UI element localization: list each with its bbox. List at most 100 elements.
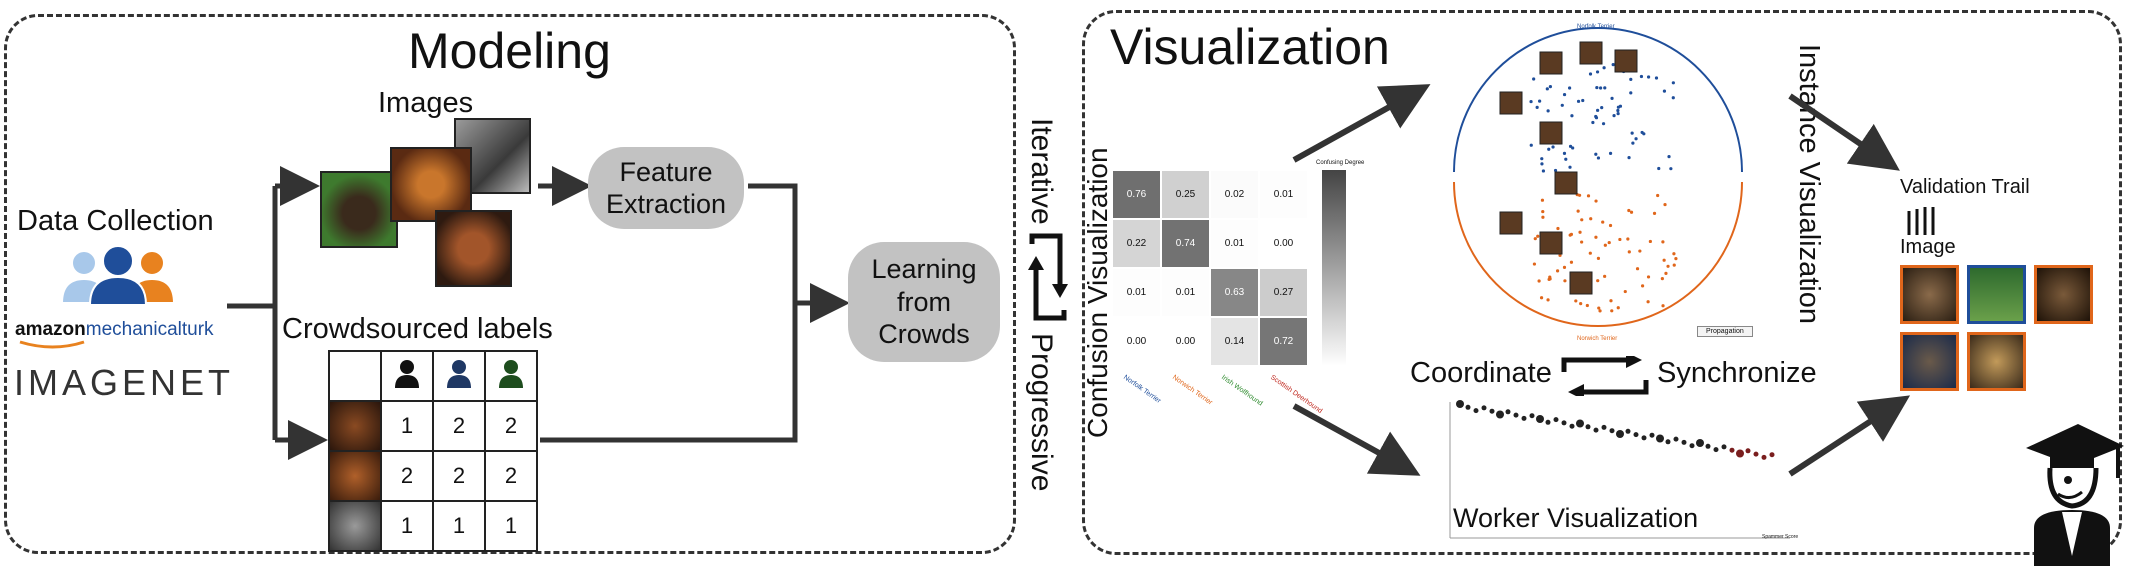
confusion-cell[interactable]: 0.14 — [1210, 317, 1259, 366]
worker-point[interactable] — [1665, 439, 1671, 445]
worker-point[interactable] — [1465, 404, 1471, 410]
worker-point[interactable] — [1745, 448, 1751, 454]
worker-point[interactable] — [1481, 405, 1487, 411]
instance-point — [1568, 86, 1572, 90]
instance-point — [1640, 284, 1645, 288]
instance-thumbnail[interactable] — [1539, 231, 1563, 255]
worker-point[interactable] — [1456, 400, 1464, 408]
worker-point[interactable] — [1521, 415, 1527, 421]
worker-point[interactable] — [1489, 408, 1495, 414]
table-header-row — [328, 350, 538, 402]
confusion-cell[interactable]: 0.72 — [1259, 317, 1308, 366]
trail-image-thumb[interactable] — [1967, 332, 2026, 391]
worker-point[interactable] — [1736, 449, 1744, 458]
cycle-arrows-icon — [1028, 233, 1068, 321]
confusion-cell[interactable]: 0.01 — [1112, 268, 1161, 317]
instance-point — [1603, 86, 1607, 90]
instance-point — [1646, 275, 1651, 279]
worker-point[interactable] — [1689, 443, 1695, 449]
worker-point[interactable] — [1729, 447, 1735, 453]
worker-point[interactable] — [1561, 420, 1567, 426]
label-cell: 2 — [432, 400, 486, 452]
worker-point[interactable] — [1713, 447, 1719, 453]
instance-point — [1671, 81, 1675, 85]
worker-point[interactable] — [1769, 452, 1775, 458]
confusion-cell[interactable]: 0.02 — [1210, 170, 1259, 219]
instance-visualization-plot — [1453, 27, 1743, 327]
confusion-cell[interactable]: 0.00 — [1259, 219, 1308, 268]
worker-point[interactable] — [1721, 444, 1727, 450]
crowd-label-table: 1 2 2 2 2 2 1 1 1 — [328, 350, 538, 552]
instance-thumbnail[interactable] — [1554, 171, 1578, 195]
worker-point[interactable] — [1753, 451, 1759, 457]
confusion-cell[interactable]: 0.00 — [1112, 317, 1161, 366]
trail-image-thumb[interactable] — [1900, 332, 1959, 391]
confusion-cell[interactable]: 0.01 — [1161, 268, 1210, 317]
confusion-cell[interactable]: 0.74 — [1161, 219, 1210, 268]
instance-thumbnail[interactable] — [1539, 121, 1563, 145]
instance-point — [1656, 193, 1660, 198]
worker-point[interactable] — [1585, 424, 1591, 430]
instance-thumbnail[interactable] — [1539, 51, 1563, 75]
trail-image-thumb[interactable] — [2034, 265, 2093, 324]
instance-point — [1569, 260, 1574, 264]
worker-point[interactable] — [1681, 439, 1687, 445]
worker-point[interactable] — [1656, 434, 1664, 443]
worker-point[interactable] — [1545, 419, 1551, 425]
worker-point[interactable] — [1633, 432, 1639, 438]
confusion-cell[interactable]: 0.22 — [1112, 219, 1161, 268]
worker-point[interactable] — [1616, 430, 1624, 438]
trail-image-thumb[interactable] — [1967, 265, 2026, 324]
instance-point — [1595, 85, 1599, 90]
instance-thumbnail[interactable] — [1579, 41, 1603, 65]
worker-point[interactable] — [1625, 428, 1631, 434]
worker-point[interactable] — [1536, 415, 1544, 423]
confusion-cell[interactable]: 0.01 — [1210, 219, 1259, 268]
worker-point[interactable] — [1505, 409, 1511, 415]
confusion-cell[interactable]: 0.76 — [1112, 170, 1161, 219]
worker-point[interactable] — [1473, 408, 1479, 414]
instance-point — [1616, 306, 1620, 310]
worker-point[interactable] — [1496, 410, 1504, 419]
visualization-connectors — [1292, 84, 1911, 477]
instance-point — [1545, 87, 1549, 91]
instance-point — [1574, 299, 1578, 303]
propagation-button[interactable]: Propagation — [1697, 326, 1753, 337]
label-cell: 2 — [380, 450, 434, 502]
instance-point — [1560, 103, 1564, 107]
worker-point[interactable] — [1641, 435, 1647, 441]
instance-thumbnail[interactable] — [1569, 271, 1593, 295]
instance-point — [1546, 298, 1550, 302]
progressive-label: Progressive — [1025, 333, 1058, 492]
instance-point — [1635, 267, 1640, 271]
instance-point — [1630, 131, 1634, 135]
worker-point[interactable] — [1609, 428, 1615, 434]
instance-point — [1616, 108, 1620, 113]
instance-top-class: Norfolk Terrier — [1577, 24, 1615, 30]
confusion-cell[interactable]: 0.27 — [1259, 268, 1308, 317]
instance-point — [1529, 99, 1533, 104]
worker-point[interactable] — [1553, 417, 1559, 423]
confusion-cell[interactable]: 0.00 — [1161, 317, 1210, 366]
worker-point[interactable] — [1576, 419, 1584, 428]
worker-point[interactable] — [1513, 412, 1519, 418]
instance-thumbnail[interactable] — [1499, 211, 1523, 235]
worker-point[interactable] — [1761, 454, 1767, 460]
confusion-cell[interactable]: 0.01 — [1259, 170, 1308, 219]
worker-point[interactable] — [1593, 427, 1599, 433]
worker-point[interactable] — [1569, 423, 1575, 429]
worker-point[interactable] — [1601, 424, 1607, 430]
worker-point[interactable] — [1649, 432, 1655, 438]
worker-point[interactable] — [1673, 436, 1679, 442]
trail-image-thumb[interactable] — [1900, 265, 1959, 324]
worker-point[interactable] — [1529, 413, 1535, 419]
worker-point[interactable] — [1696, 439, 1704, 447]
confusion-cell[interactable]: 0.25 — [1161, 170, 1210, 219]
worker-icon — [447, 360, 471, 388]
dog-photo-center — [390, 147, 472, 222]
worker-3-header — [484, 350, 538, 402]
worker-point[interactable] — [1705, 443, 1711, 449]
instance-thumbnail[interactable] — [1614, 49, 1638, 73]
confusion-cell[interactable]: 0.63 — [1210, 268, 1259, 317]
instance-thumbnail[interactable] — [1499, 91, 1523, 115]
